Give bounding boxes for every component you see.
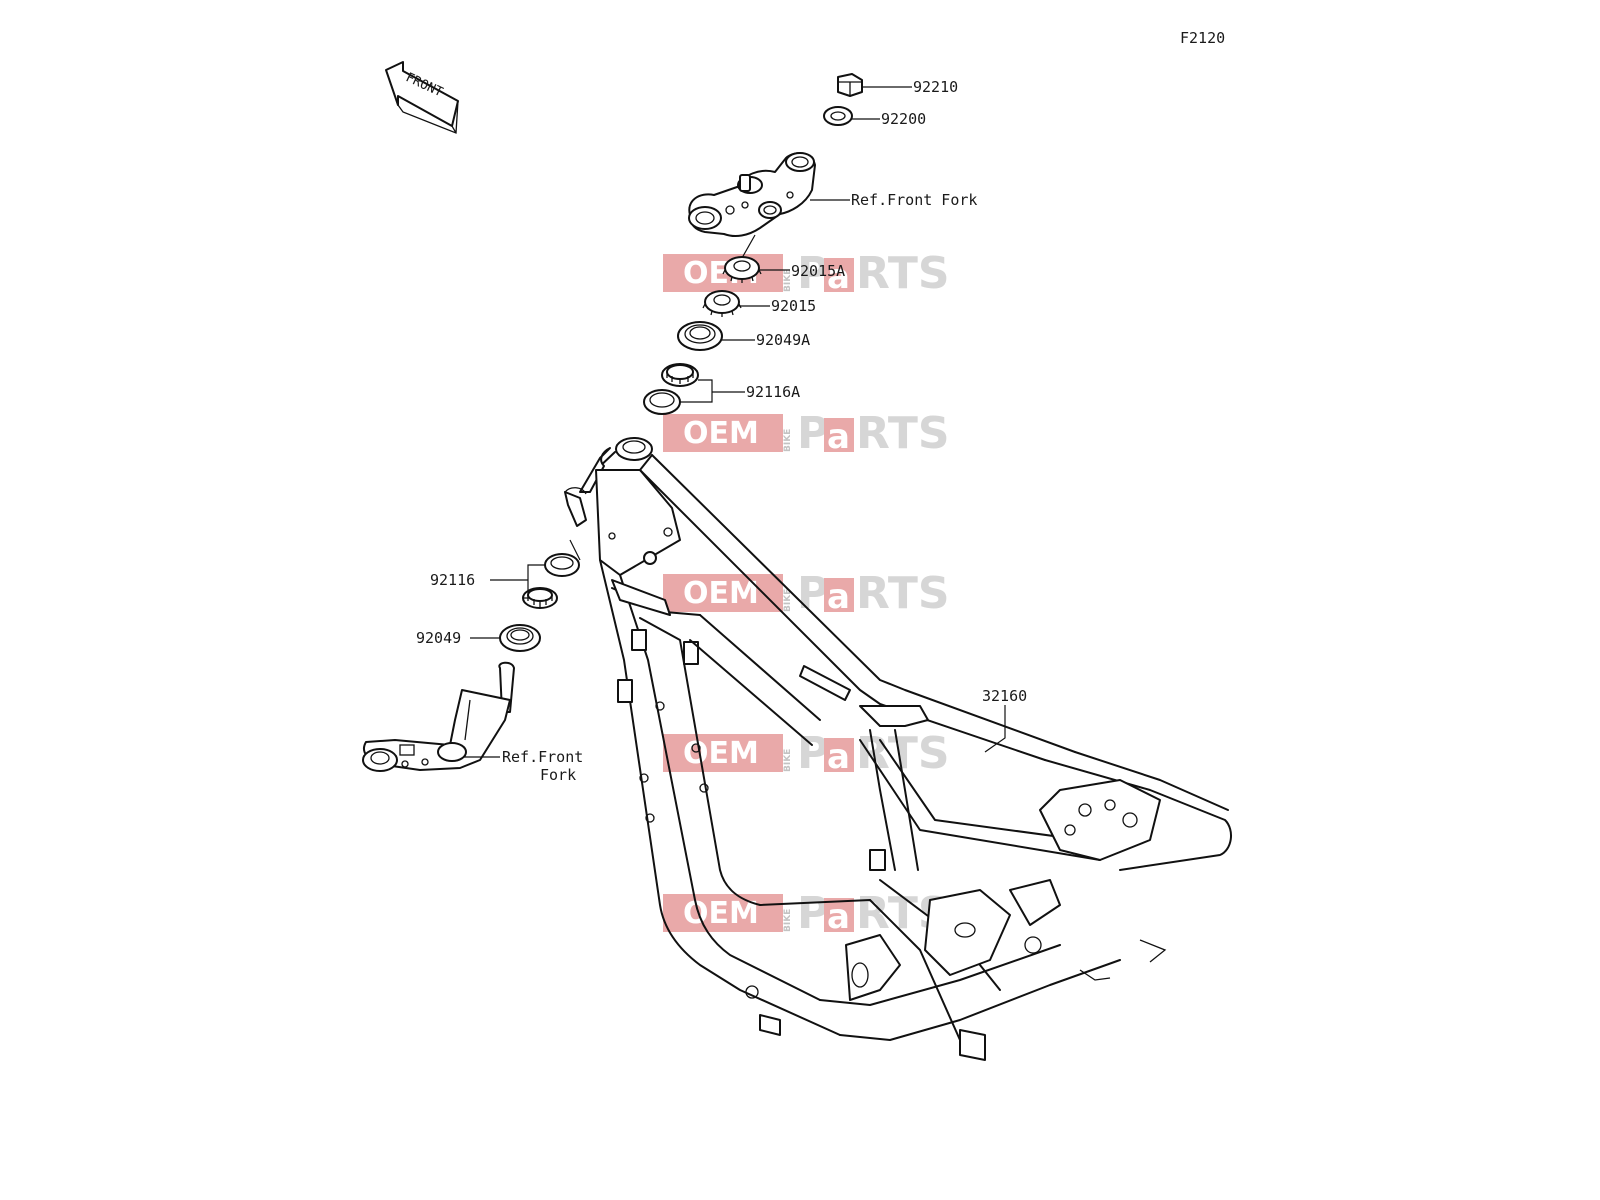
part-92015-lock-nut[interactable] <box>702 290 742 317</box>
callout-ref-front-fork-upper[interactable]: Ref.Front Fork <box>851 191 977 209</box>
part-92116-bearing-lower[interactable] <box>522 553 580 609</box>
callout-92049[interactable]: 92049 <box>416 629 461 647</box>
watermark-3: OEM BIKE P a RTS <box>663 568 950 619</box>
part-32160-frame[interactable] <box>564 437 1232 1061</box>
diagram-code: F2120 <box>1180 29 1225 47</box>
part-upper-triple-clamp[interactable] <box>688 152 816 237</box>
svg-text:OEM: OEM <box>683 416 759 451</box>
watermark-2: OEM BIKE P a RTS <box>663 408 950 459</box>
callout-92049A[interactable]: 92049A <box>756 331 810 349</box>
part-92116A-bearing-upper[interactable] <box>643 363 699 415</box>
svg-text:P: P <box>797 248 829 299</box>
svg-text:BIKE: BIKE <box>783 269 793 292</box>
part-92049-seal[interactable] <box>499 624 541 652</box>
callout-92015[interactable]: 92015 <box>771 297 816 315</box>
svg-text:P: P <box>797 408 829 459</box>
svg-text:OEM: OEM <box>683 576 759 611</box>
watermark-4: OEM BIKE P a RTS <box>663 728 950 779</box>
svg-text:a: a <box>827 737 850 777</box>
front-arrow-icon: FRONT <box>385 61 459 134</box>
svg-text:BIKE: BIKE <box>783 909 793 932</box>
part-92015A-lock-nut[interactable] <box>722 256 762 283</box>
svg-text:P: P <box>797 568 829 619</box>
callout-92116[interactable]: 92116 <box>430 571 475 589</box>
callout-ref-front-fork-lower-2[interactable]: Fork <box>540 766 576 784</box>
svg-text:RTS: RTS <box>856 248 950 299</box>
svg-text:a: a <box>827 417 850 457</box>
svg-text:a: a <box>827 257 850 297</box>
part-92210-cap-nut[interactable] <box>837 73 863 97</box>
callout-32160[interactable]: 32160 <box>982 687 1027 705</box>
svg-text:a: a <box>827 577 850 617</box>
svg-text:BIKE: BIKE <box>783 429 793 452</box>
watermark-5: OEM BIKE P a RTS <box>663 888 950 939</box>
part-92049A-seal[interactable] <box>677 321 723 351</box>
svg-text:BIKE: BIKE <box>783 589 793 612</box>
svg-text:BIKE: BIKE <box>783 749 793 772</box>
callout-92015A[interactable]: 92015A <box>791 262 845 280</box>
svg-text:P: P <box>797 888 829 939</box>
part-92200-washer[interactable] <box>823 106 853 126</box>
svg-text:a: a <box>827 897 850 937</box>
callout-92116A[interactable]: 92116A <box>746 383 800 401</box>
part-lower-steering-stem[interactable] <box>362 661 515 772</box>
svg-text:RTS: RTS <box>856 568 950 619</box>
callout-92200[interactable]: 92200 <box>881 110 926 128</box>
callout-92210[interactable]: 92210 <box>913 78 958 96</box>
svg-text:RTS: RTS <box>856 408 950 459</box>
svg-text:OEM: OEM <box>683 736 759 771</box>
callout-ref-front-fork-lower-1[interactable]: Ref.Front <box>502 748 583 766</box>
